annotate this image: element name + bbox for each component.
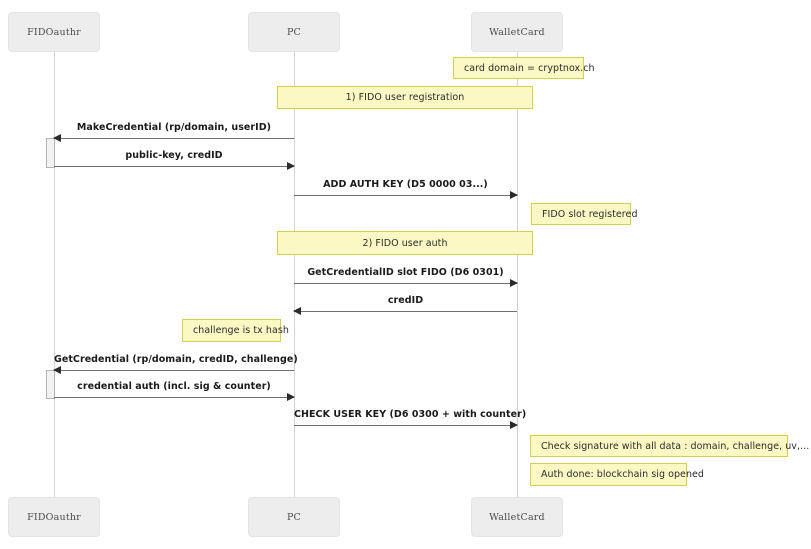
lifeline-line-walletcard (517, 52, 518, 505)
message-label-get-credentialid-slot-fido: GetCredentialID slot FIDO (D6 0301) (307, 267, 504, 278)
arrow-right-icon (287, 162, 295, 170)
message-label-public-key-credid: public-key, credID (125, 150, 223, 161)
note-fido-slot-registered[interactable]: FIDO slot registered (531, 203, 637, 225)
note-auth-done[interactable]: Auth done: blockchain sig opened (530, 463, 704, 486)
actor-box-walletcard-bottom[interactable]: WalletCard (471, 497, 563, 537)
message-label-credential-auth: credential auth (incl. sig & counter) (77, 381, 271, 392)
arrow-right-icon (510, 191, 518, 199)
message-label-add-auth-key: ADD AUTH KEY (D5 0000 03...) (323, 179, 488, 190)
message-line-credid-response (294, 311, 517, 312)
actor-box-walletcard-top[interactable]: WalletCard (471, 12, 563, 52)
message-line-public-key-credid (54, 166, 294, 167)
message-label-make-credential: MakeCredential (rp/domain, userID) (76, 122, 272, 133)
note-text-check-signature: Check signature with all data : domain, … (541, 440, 810, 452)
note-challenge-tx-hash[interactable]: challenge is tx hash (182, 319, 289, 342)
note-text-section-registration: 1) FIDO user registration (345, 92, 465, 103)
lifeline-line-pc (294, 52, 295, 505)
note-card-domain[interactable]: card domain = cryptnox.ch (453, 57, 595, 79)
actor-box-pc-top[interactable]: PC (248, 12, 340, 52)
arrow-right-icon (510, 421, 518, 429)
arrow-right-icon (510, 279, 518, 287)
activation-bar-fidoauthr-auth (46, 370, 55, 399)
arrow-left-icon (293, 307, 301, 315)
message-line-check-user-key (294, 425, 517, 426)
message-line-credential-auth (54, 397, 294, 398)
note-text-auth-done: Auth done: blockchain sig opened (541, 469, 704, 480)
message-line-get-credential (54, 370, 294, 371)
actor-label-pc-top: PC (286, 26, 302, 38)
note-text-card-domain: card domain = cryptnox.ch (464, 62, 595, 74)
message-label-get-credential: GetCredential (rp/domain, credID, challe… (54, 354, 298, 365)
actor-label-pc-bottom: PC (286, 511, 302, 523)
actor-box-fidoauthr-top[interactable]: FIDOauthr (8, 12, 100, 52)
arrow-left-icon (53, 134, 61, 142)
note-text-fido-slot-registered: FIDO slot registered (542, 208, 638, 220)
note-section-registration[interactable]: 1) FIDO user registration (277, 86, 533, 109)
arrow-left-icon (53, 366, 61, 374)
message-label-check-user-key: CHECK USER KEY (D6 0300 + with counter) (294, 409, 527, 420)
actor-box-pc-bottom[interactable]: PC (248, 497, 340, 537)
actor-label-fidoauthr-bottom: FIDOauthr (27, 511, 81, 523)
note-section-auth[interactable]: 2) FIDO user auth (277, 231, 533, 255)
note-check-signature[interactable]: Check signature with all data : domain, … (530, 435, 809, 457)
message-line-add-auth-key (294, 195, 517, 196)
actor-label-fidoauthr-top: FIDOauthr (27, 26, 81, 38)
message-line-get-credentialid-slot-fido (294, 283, 517, 284)
message-line-make-credential (54, 138, 294, 139)
actor-label-walletcard-top: WalletCard (489, 26, 545, 38)
arrow-right-icon (287, 393, 295, 401)
note-text-challenge-tx-hash: challenge is tx hash (193, 325, 289, 336)
actor-label-walletcard-bottom: WalletCard (489, 511, 545, 523)
actor-box-fidoauthr-bottom[interactable]: FIDOauthr (8, 497, 100, 537)
note-text-section-auth: 2) FIDO user auth (362, 237, 448, 249)
lifeline-line-fidoauthr (54, 52, 55, 505)
activation-bar-fidoauthr-registration (46, 138, 55, 168)
message-label-credid-response: credID (387, 295, 424, 306)
